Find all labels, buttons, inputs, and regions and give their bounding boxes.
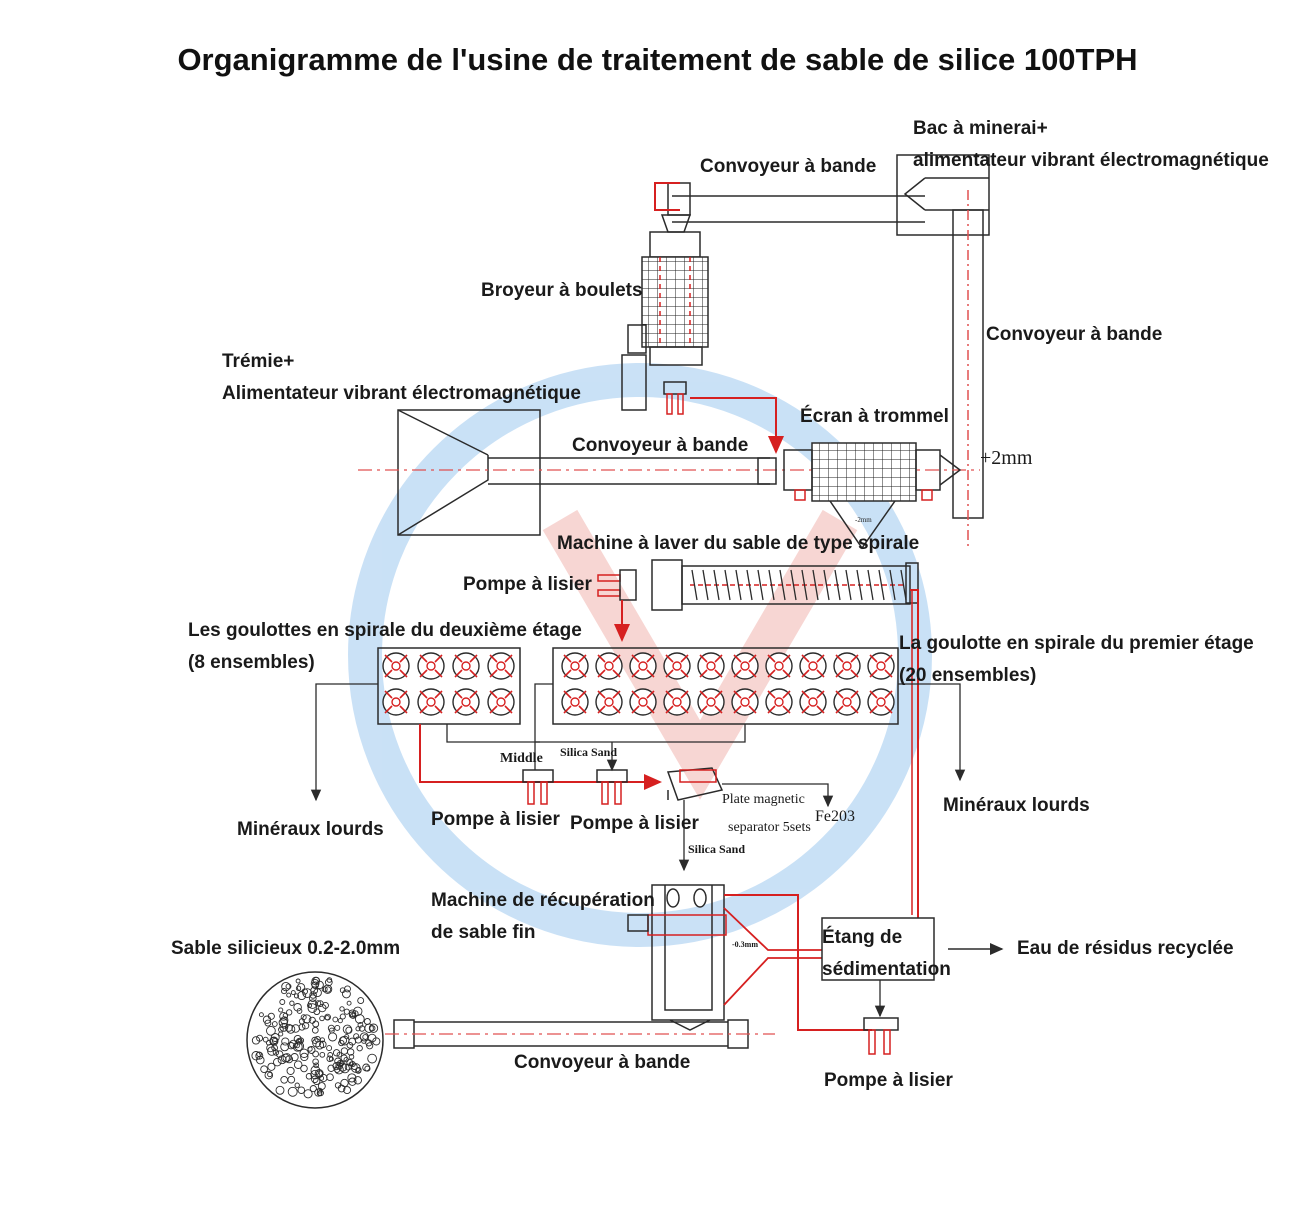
spiral-chute-unit [629, 652, 657, 680]
spiral-chute-unit [765, 688, 793, 716]
spiral-chute-unit [417, 652, 445, 680]
settling-pond [821, 917, 935, 981]
recycled-water-label: Eau de résidus recyclée [1017, 938, 1234, 959]
first-stage-spiral-chutes [552, 647, 899, 725]
pump-b-label: Pompe à lisier [570, 813, 699, 834]
recovery-label-line2: de sable fin [431, 922, 536, 943]
spiral-washer-label: Machine à laver du sable de type spirale [557, 533, 920, 554]
belt-conveyor-top [667, 182, 925, 223]
trommel-label: Écran à trommel [800, 406, 949, 427]
silica-sand-tag-1: Silica Sand [560, 745, 618, 759]
spiral-chute-unit [833, 652, 861, 680]
plate-magnetic-label-line2: separator 5sets [728, 820, 811, 835]
washer-slurry-pump [597, 569, 637, 601]
page-title: Organigramme de l'usine de traitement de… [177, 42, 1138, 77]
bottom-slurry-pump [863, 1017, 899, 1055]
heavy-minerals-left-label: Minéraux lourds [237, 819, 384, 840]
belt-middle-label: Convoyeur à bande [572, 435, 749, 456]
heavy-minerals-right-label: Minéraux lourds [943, 795, 1090, 816]
belt-bottom-label: Convoyeur à bande [514, 1052, 691, 1073]
belt-top-label: Convoyeur à bande [700, 156, 877, 177]
watermark-logo [348, 363, 932, 947]
settling-pond-label-line1: Étang de [822, 927, 903, 948]
settling-pond-label-line2: sédimentation [822, 959, 951, 980]
spiral-chute-unit [382, 688, 410, 716]
oversize-label: +2mm [980, 447, 1033, 469]
mill-discharge-pump [663, 381, 687, 415]
second-stage-label-line1: Les goulottes en spirale du deuxième éta… [188, 620, 582, 641]
silica-slurry-pump [596, 769, 628, 805]
spiral-sand-washer [651, 559, 919, 611]
fe2o3-label: Fe203 [815, 808, 855, 825]
hopper [397, 409, 541, 536]
plate-magnetic-separator [666, 767, 724, 801]
spiral-chute-unit [867, 652, 895, 680]
spiral-chute-unit [799, 652, 827, 680]
ball-mill [621, 214, 709, 411]
minus-tag: -0.3mm [732, 940, 758, 949]
slurry-pump-top-label: Pompe à lisier [463, 574, 592, 595]
hopper-label-line1: Trémie+ [222, 351, 295, 372]
belt-right-label: Convoyeur à bande [986, 324, 1163, 345]
spiral-chute-unit [833, 688, 861, 716]
spiral-chute-unit [663, 688, 691, 716]
spiral-chute-unit [867, 688, 895, 716]
silica-product-label: Sable silicieux 0.2-2.0mm [171, 938, 401, 959]
spiral-chute-unit [731, 688, 759, 716]
spiral-chute-unit [799, 688, 827, 716]
spiral-chute-unit [561, 652, 589, 680]
spiral-chute-unit [417, 688, 445, 716]
spiral-chute-unit [663, 652, 691, 680]
spiral-chute-unit [487, 688, 515, 716]
spiral-chute-unit [595, 688, 623, 716]
spiral-chute-unit [561, 688, 589, 716]
fine-sand-recovery-machine [627, 884, 727, 1031]
belt-conveyor-right [952, 190, 984, 548]
spiral-chute-unit [697, 688, 725, 716]
spiral-chute-unit [765, 652, 793, 680]
recovery-label-line1: Machine de récupération [431, 890, 655, 911]
pump-a-label: Pompe à lisier [431, 809, 560, 830]
ore-bin-label-line2: alimentateur vibrant électromagnétique [913, 150, 1269, 171]
belt-conveyor-middle [488, 457, 777, 485]
second-stage-label-line2: (8 ensembles) [188, 652, 315, 673]
spiral-chute-unit [629, 688, 657, 716]
spiral-chute-unit [452, 652, 480, 680]
plate-magnetic-label-line1: Plate magnetic [722, 792, 805, 807]
trommel-screen [783, 442, 962, 550]
middle-tag: Middle [500, 751, 543, 766]
spiral-chute-unit [595, 652, 623, 680]
spiral-chute-unit [382, 652, 410, 680]
spiral-chute-unit [487, 652, 515, 680]
spiral-chute-unit [697, 652, 725, 680]
spiral-chute-unit [452, 688, 480, 716]
first-stage-label-line1: La goulotte en spirale du premier étage [899, 633, 1254, 654]
spiral-chute-unit [731, 652, 759, 680]
hopper-label-line2: Alimentateur vibrant électromagnétique [222, 383, 581, 404]
middle-slurry-pump [522, 769, 554, 805]
ball-mill-label: Broyeur à boulets [481, 280, 643, 301]
ore-bin-label-line1: Bac à minerai+ [913, 118, 1048, 139]
silica-sand-pile [246, 971, 384, 1109]
trommel-undersize-tag: -2mm [855, 516, 872, 524]
second-stage-spiral-chutes [377, 647, 521, 725]
first-stage-label-line2: (20 ensembles) [899, 665, 1037, 686]
washer-screw-ticks [691, 569, 907, 601]
silica-sand-tag-2: Silica Sand [688, 842, 746, 856]
pump-bottom-label: Pompe à lisier [824, 1070, 953, 1091]
